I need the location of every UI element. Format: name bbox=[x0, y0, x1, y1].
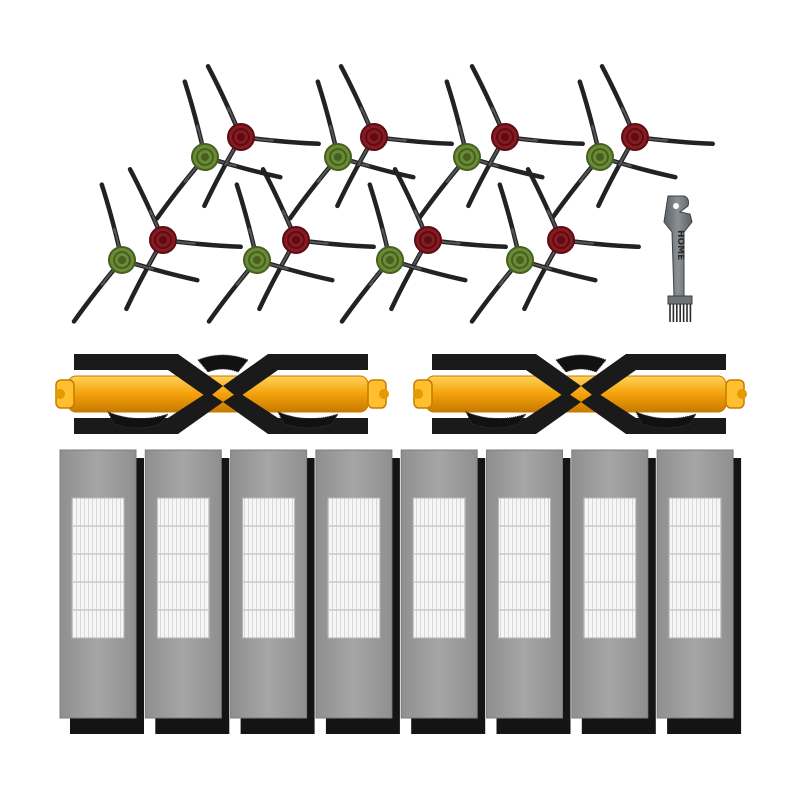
side-brush-hub-ring bbox=[419, 231, 437, 249]
side-brush-hub-ring bbox=[552, 231, 570, 249]
roller-core bbox=[67, 375, 369, 413]
filter-media bbox=[668, 497, 722, 639]
roller-bristle-strip bbox=[634, 411, 698, 429]
side-brush-hub-ring bbox=[287, 231, 305, 249]
main-roller-brush bbox=[55, 354, 389, 434]
side-brush-hub-center bbox=[516, 256, 524, 264]
hepa-filter bbox=[486, 449, 571, 734]
roller-axle-left bbox=[55, 389, 65, 399]
side-brush bbox=[469, 182, 598, 324]
main-brushes-group bbox=[55, 354, 747, 434]
filter-media bbox=[498, 497, 551, 639]
side-brush-hub-ring bbox=[591, 148, 609, 166]
roller-bristle-strip bbox=[464, 411, 528, 429]
side-brush-hub-center bbox=[292, 236, 300, 244]
hepa-filter bbox=[59, 449, 144, 734]
side-brush-hub-center bbox=[118, 256, 126, 264]
side-brush-hub-center bbox=[557, 236, 565, 244]
filters-group bbox=[59, 449, 742, 734]
filter-media bbox=[412, 497, 466, 639]
side-brush-hub-center bbox=[386, 256, 394, 264]
roller-core bbox=[425, 375, 727, 413]
side-brush bbox=[206, 182, 335, 324]
main-roller-brush bbox=[413, 354, 747, 434]
side-brush-hub-center bbox=[501, 133, 509, 141]
side-brush-hub-ring bbox=[496, 128, 514, 146]
hepa-filter bbox=[400, 449, 486, 734]
side-brush bbox=[202, 64, 321, 209]
side-brush bbox=[124, 167, 243, 312]
hepa-filter bbox=[230, 449, 315, 734]
side-brush bbox=[522, 167, 641, 312]
side-brush-hub-ring bbox=[196, 148, 214, 166]
roller-rubber-flap bbox=[581, 354, 726, 398]
filter-media bbox=[242, 497, 296, 639]
side-brush-hub-ring bbox=[626, 128, 644, 146]
side-brush-hub-ring bbox=[511, 251, 529, 269]
side-brush bbox=[549, 79, 678, 221]
side-brush-hub-center bbox=[237, 133, 245, 141]
side-brush-hub-ring bbox=[248, 251, 266, 269]
side-brush bbox=[257, 167, 376, 312]
side-brush-hub-ring bbox=[365, 128, 383, 146]
hepa-filter bbox=[315, 449, 400, 734]
roller-rubber-flap bbox=[74, 354, 223, 398]
side-brush bbox=[339, 182, 468, 324]
side-brush bbox=[287, 79, 416, 221]
filter-media bbox=[71, 497, 125, 639]
roller-bristle-strip bbox=[197, 354, 249, 373]
side-brush-hub-ring bbox=[232, 128, 250, 146]
roller-rubber-flap bbox=[74, 392, 223, 434]
cleaning-tool-label: HOME bbox=[675, 230, 685, 260]
filter-media bbox=[327, 497, 381, 639]
side-brush bbox=[416, 79, 545, 221]
hepa-filter bbox=[656, 449, 742, 734]
side-brush bbox=[466, 64, 585, 209]
hepa-filter bbox=[571, 449, 656, 734]
roller-axle-right bbox=[379, 389, 389, 399]
hepa-filter bbox=[144, 449, 230, 734]
cleaning-tool-brush-base bbox=[667, 295, 693, 305]
cleaning-tool-bristles bbox=[669, 304, 692, 322]
side-brush-hub-ring bbox=[458, 148, 476, 166]
side-brush-hub-center bbox=[159, 236, 167, 244]
roller-rubber-flap bbox=[223, 354, 368, 398]
side-brush-hub-center bbox=[631, 133, 639, 141]
side-brushes-group bbox=[71, 64, 715, 324]
roller-bristle-strip bbox=[106, 411, 170, 429]
roller-bristle-strip bbox=[555, 354, 607, 373]
roller-bristle-strip bbox=[276, 411, 340, 429]
roller-rubber-flap bbox=[432, 354, 581, 398]
side-brush bbox=[389, 167, 508, 312]
filter-media bbox=[583, 497, 637, 639]
side-brush-hub-ring bbox=[329, 148, 347, 166]
side-brush bbox=[71, 182, 200, 324]
cleaning-tool-hole bbox=[673, 203, 679, 209]
filter-media bbox=[156, 497, 210, 639]
side-brush-hub-center bbox=[424, 236, 432, 244]
roller-rubber-flap bbox=[432, 392, 581, 434]
cleaning-tool: HOME bbox=[663, 195, 693, 322]
side-brush-hub-center bbox=[253, 256, 261, 264]
side-brush-hub-center bbox=[370, 133, 378, 141]
roller-axle-left bbox=[413, 389, 423, 399]
side-brush bbox=[335, 64, 454, 209]
side-brush-hub-ring bbox=[154, 231, 172, 249]
side-brush-hub-ring bbox=[113, 251, 131, 269]
side-brush bbox=[154, 79, 283, 221]
side-brush-hub-ring bbox=[381, 251, 399, 269]
side-brush-hub-center bbox=[463, 153, 471, 161]
roller-axle-right bbox=[737, 389, 747, 399]
side-brush-hub-center bbox=[201, 153, 209, 161]
side-brush-hub-center bbox=[596, 153, 604, 161]
side-brush bbox=[596, 64, 715, 209]
side-brush-hub-center bbox=[334, 153, 342, 161]
